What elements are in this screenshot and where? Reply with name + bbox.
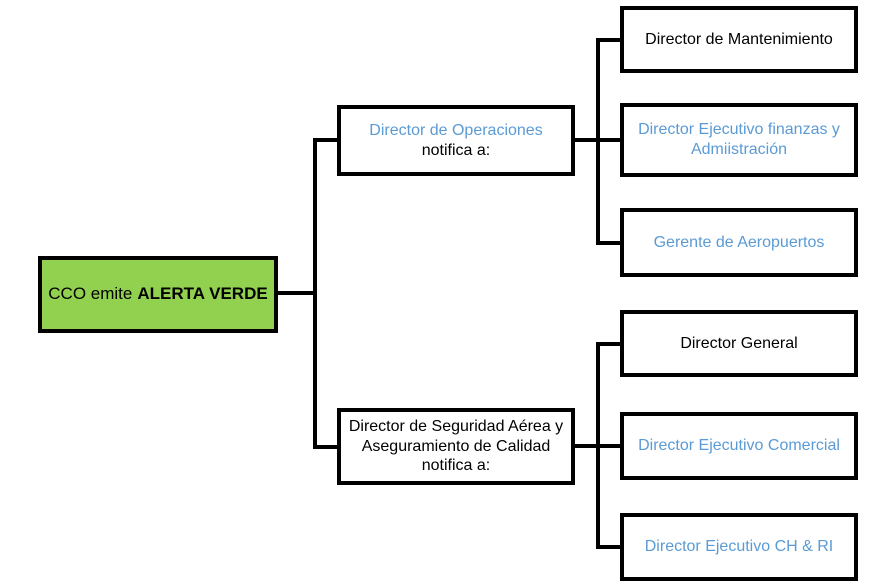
connector-mantenimiento-stub bbox=[596, 38, 622, 42]
root-label-regular: CCO emite bbox=[48, 284, 133, 304]
mantenimiento-label: Director de Mantenimiento bbox=[645, 30, 833, 48]
chri-label: Director Ejecutivo CH & RI bbox=[644, 538, 834, 556]
seguridad-title: Director de Seguridad Aérea y Aseguramie… bbox=[348, 418, 564, 455]
connector-operaciones-stub bbox=[313, 138, 339, 142]
parent-node-director-operaciones: Director de Operaciones notifica a: bbox=[337, 105, 575, 176]
aeropuertos-label: Gerente de Aeropuertos bbox=[653, 233, 825, 251]
finanzas-label: Director Ejecutivo finanzas y Admiistrac… bbox=[638, 121, 840, 158]
leaf-node-director-ejecutivo-ch-ri: Director Ejecutivo CH & RI bbox=[620, 513, 858, 581]
connector-root-horizontal bbox=[278, 291, 317, 295]
root-node-cco-alerta-verde: CCO emite ALERTA VERDE bbox=[38, 256, 278, 333]
parent-node-director-seguridad-aerea: Director de Seguridad Aérea y Aseguramie… bbox=[337, 408, 575, 485]
comercial-label: Director Ejecutivo Comercial bbox=[638, 437, 840, 455]
leaf-node-gerente-aeropuertos: Gerente de Aeropuertos bbox=[620, 208, 858, 277]
seguridad-suffix: notifica a: bbox=[421, 457, 491, 475]
operaciones-suffix: notifica a: bbox=[421, 141, 491, 159]
connector-general-stub bbox=[596, 342, 622, 346]
connector-bottom-right-vertical-trunk bbox=[596, 342, 600, 549]
connector-top-right-vertical-trunk bbox=[596, 38, 600, 245]
connector-left-vertical-trunk bbox=[313, 138, 317, 449]
leaf-node-director-ejecutivo-comercial: Director Ejecutivo Comercial bbox=[620, 412, 858, 480]
leaf-node-director-mantenimiento: Director de Mantenimiento bbox=[620, 6, 858, 73]
general-label: Director General bbox=[680, 334, 798, 352]
connector-aeropuertos-stub bbox=[596, 241, 622, 245]
root-label-bold: ALERTA VERDE bbox=[137, 284, 268, 304]
connector-chri-stub bbox=[596, 545, 622, 549]
leaf-node-director-general: Director General bbox=[620, 310, 858, 377]
operaciones-title: Director de Operaciones bbox=[369, 121, 543, 139]
connector-seguridad-stub bbox=[313, 445, 339, 449]
leaf-node-director-ejecutivo-finanzas: Director Ejecutivo finanzas y Admiistrac… bbox=[620, 103, 858, 177]
